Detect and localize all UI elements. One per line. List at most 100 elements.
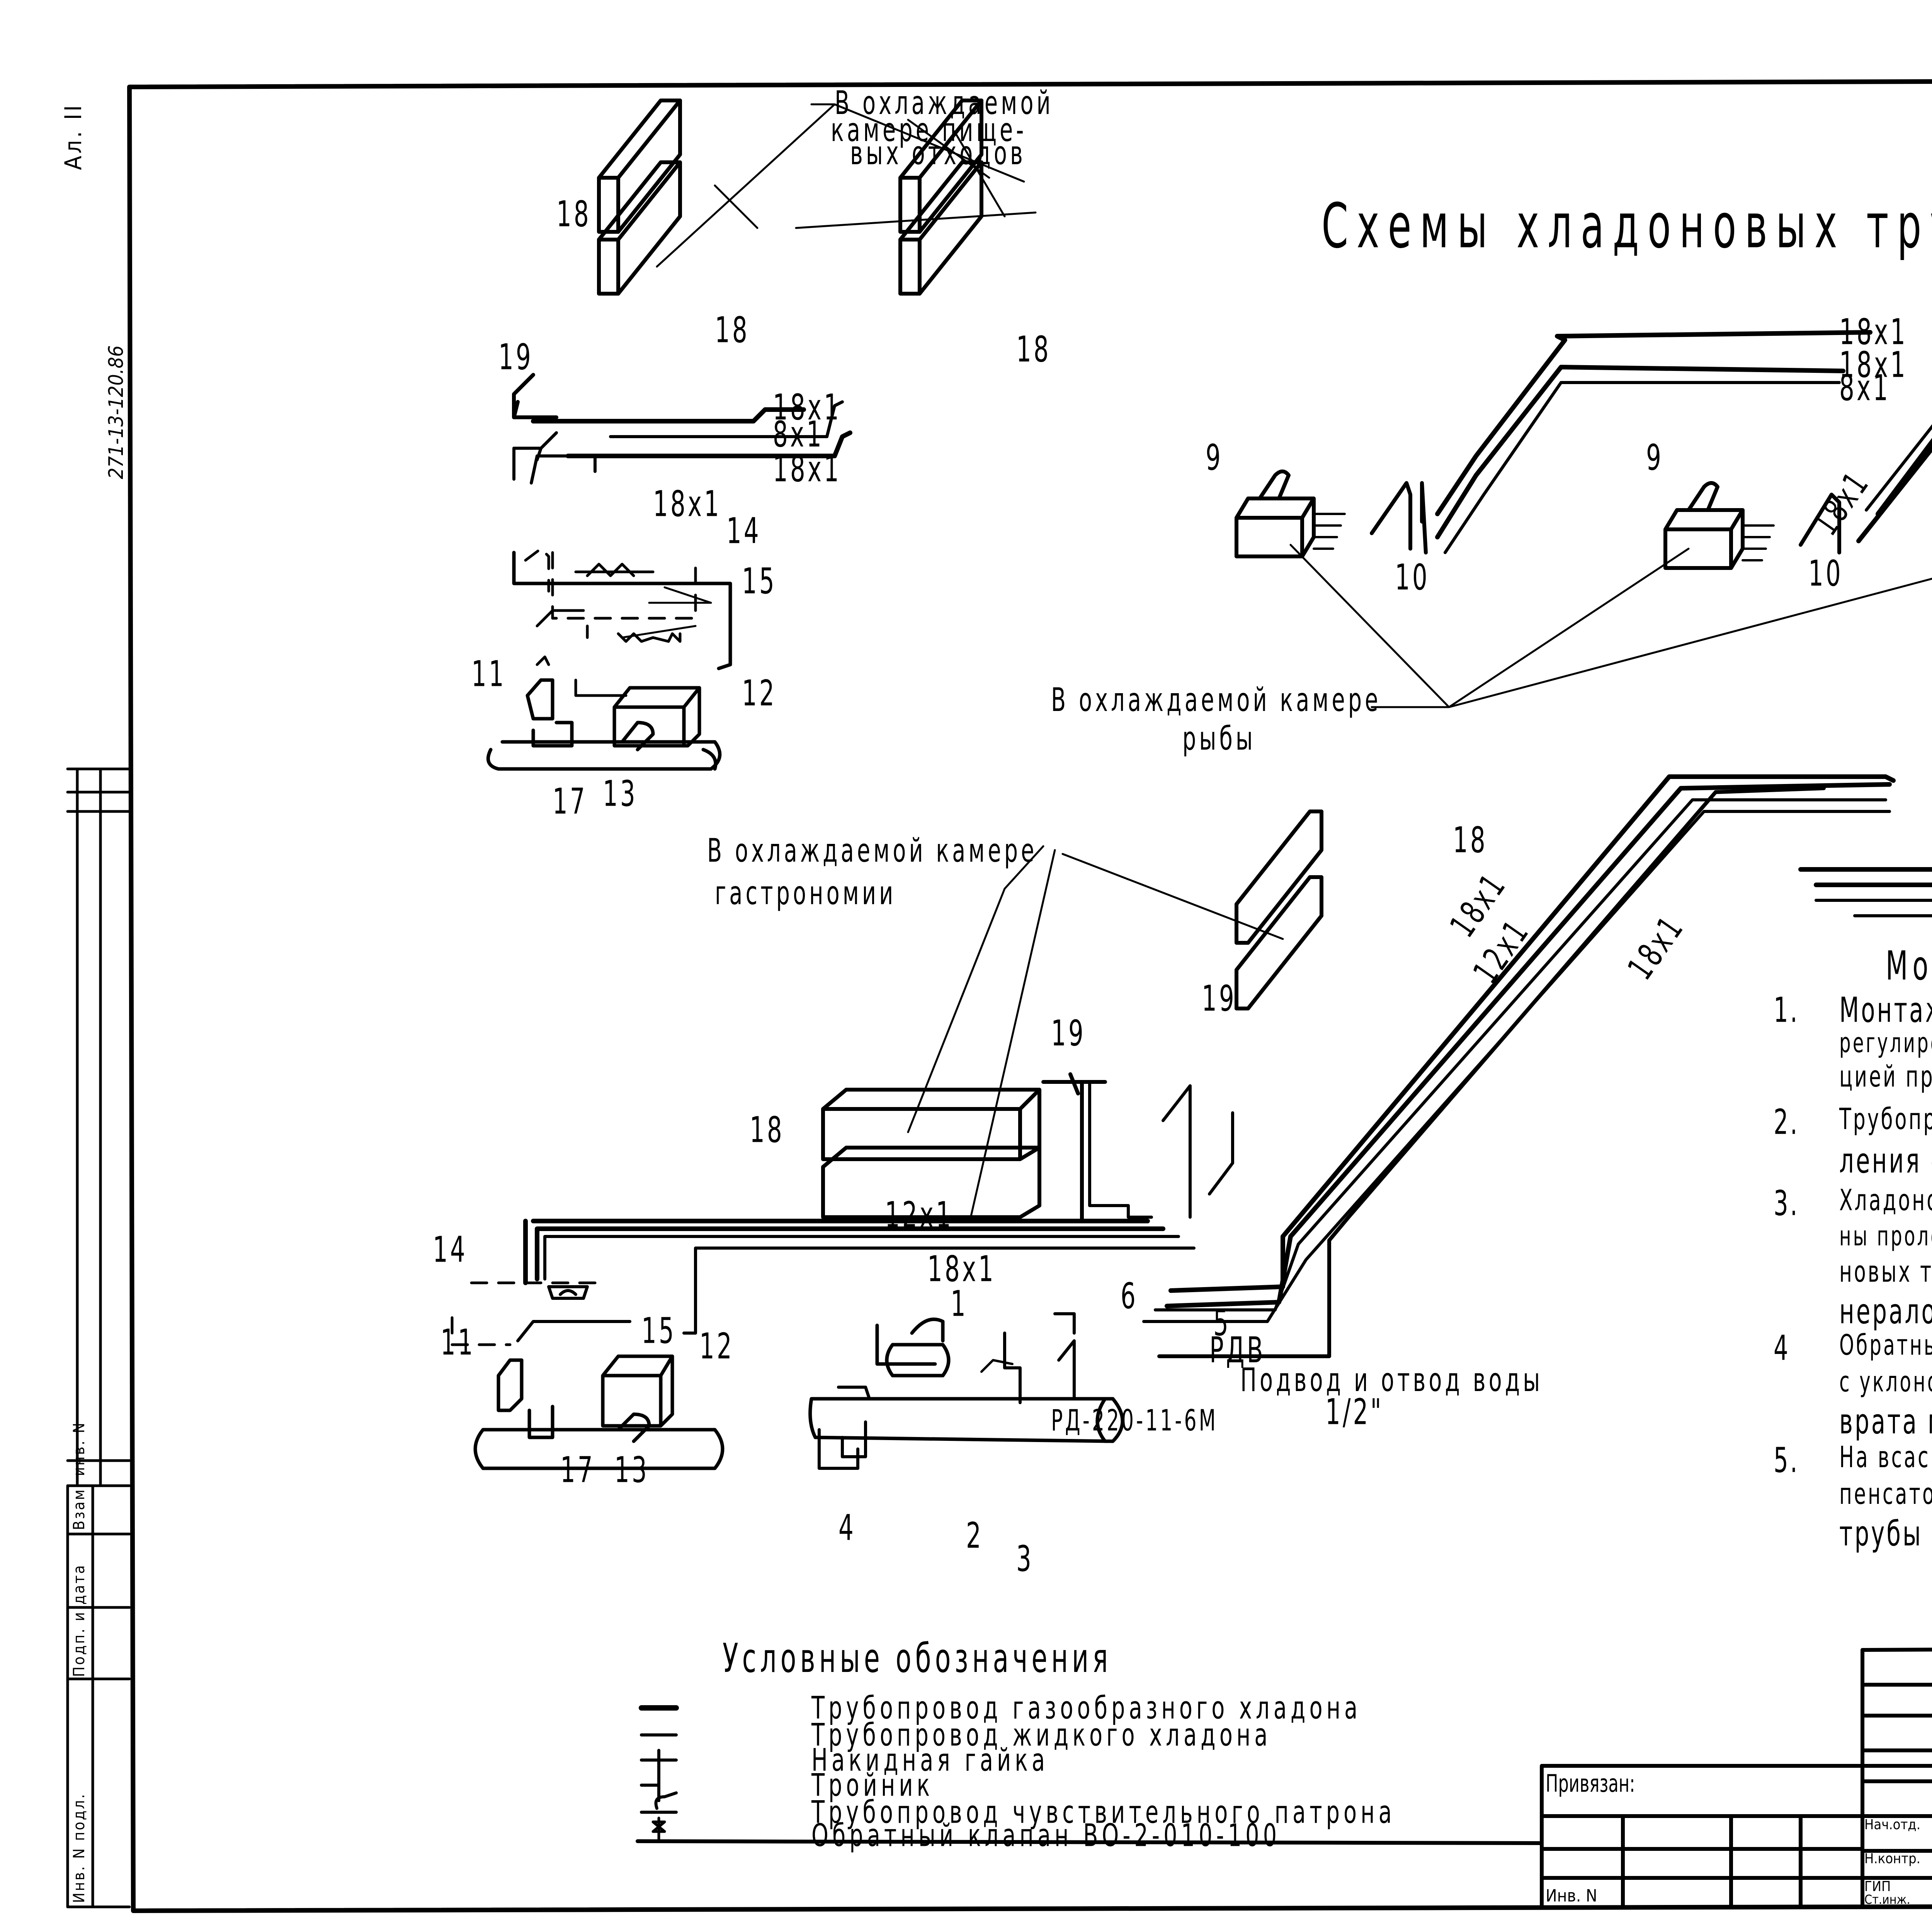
- leader-lines: [621, 103, 1932, 1222]
- callout-6: 6: [1121, 1276, 1138, 1317]
- pipe-label: 8x1: [773, 414, 824, 456]
- callout-1: 1: [951, 1283, 968, 1325]
- pipe-label: 18x1: [1839, 311, 1908, 353]
- callout-18: 18: [750, 1109, 784, 1151]
- instruction-1-number: 1.: [1774, 990, 1799, 1030]
- legend-title: Условные обозначения: [723, 1635, 1112, 1682]
- food-waste-caption-1: В охлаждаемой: [835, 83, 1054, 122]
- callout-17: 17: [553, 781, 587, 823]
- instruction-5-line-3: трубы диаметром 300÷350 мм.: [1839, 1513, 1932, 1554]
- legend-item-tee: Тройник: [811, 1767, 934, 1804]
- pipe-label: 18x1: [653, 483, 721, 525]
- riser-pipes: [1142, 774, 1896, 1358]
- callout-5: 5: [1213, 1303, 1231, 1344]
- relay-label: РД-220-11-6М: [1051, 1404, 1218, 1438]
- fish-chamber-diagram: [1235, 330, 1932, 917]
- title-block-grid: [1540, 1648, 1932, 1909]
- water-supply-size: 1/2": [1325, 1391, 1384, 1433]
- instruction-1-line-1: Монтаж холодильной установки, ее опробов…: [1839, 990, 1932, 1030]
- instruction-5-line-1: На всасывающих трубопроводах предусмотре…: [1839, 1440, 1932, 1475]
- water-supply-label: Подвод и отвод воды: [1240, 1361, 1543, 1399]
- legend-item-union-nut: Накидная гайка: [811, 1742, 1049, 1779]
- legend-item-check-valve: Обратный клапан ВО-2-010-100: [811, 1817, 1281, 1854]
- food-waste-caption-2: камере пище-: [831, 111, 1027, 149]
- callout-12: 12: [699, 1326, 734, 1367]
- food-waste-chamber-diagram: [486, 99, 983, 771]
- pipe-label: 18x1: [773, 387, 841, 429]
- fish-caption-1: В охлаждаемой камере: [1051, 680, 1381, 719]
- instruction-3-line-4: нераловатных плит.: [1839, 1291, 1932, 1332]
- signature-role: Ст.инж.: [1864, 1892, 1910, 1907]
- instruction-2-line-2: ления соединений и утечки хладона.: [1839, 1140, 1932, 1181]
- gastronomy-chamber-diagram: [451, 810, 1323, 1470]
- callout-14: 14: [726, 510, 761, 552]
- pipe-label: 12x1: [885, 1194, 953, 1236]
- margin-stamp-replacement-inv: Взам. инв. N: [70, 1421, 88, 1530]
- fish-caption-2: рыбы: [1182, 719, 1256, 758]
- signature-role: Нач.отд.: [1864, 1817, 1920, 1833]
- pipe-label: 18x1: [1839, 344, 1908, 386]
- pipe-label: 18x1: [927, 1248, 996, 1290]
- callout-11: 11: [471, 653, 506, 695]
- instruction-2-line-1: Трубопроводы прочно закрепить во избежан…: [1839, 1102, 1932, 1136]
- callout-19: 19: [1202, 978, 1236, 1020]
- callout-13: 13: [614, 1449, 649, 1491]
- instruction-3-line-3: новых труб гильзы забить отходами жестки…: [1839, 1255, 1932, 1289]
- callout-19: 19: [1051, 1013, 1086, 1054]
- gastronomy-caption-2: гастрономии: [715, 874, 896, 912]
- margin-stamp-signature-date: Подп. и дата: [70, 1563, 88, 1677]
- legend-symbols: [636, 1705, 1544, 1845]
- margin-stamp-grid: [66, 767, 131, 1908]
- instruction-5-number: 5.: [1774, 1440, 1799, 1480]
- food-waste-caption-3: вых отходов: [850, 134, 1026, 172]
- instruction-4-line-1: Обратный трубопровод (сторона всасывания…: [1839, 1328, 1932, 1362]
- callout-2: 2: [966, 1515, 983, 1557]
- gastronomy-caption-1: В охлаждаемой камере: [707, 831, 1037, 870]
- callout-10: 10: [1808, 553, 1843, 595]
- callout-15: 15: [742, 561, 777, 602]
- inventory-label: Инв. N: [1546, 1886, 1597, 1906]
- mounting-instructions-title: Монтажные указания: [1886, 943, 1932, 990]
- instruction-2-number: 2.: [1774, 1102, 1799, 1142]
- instruction-4-number: 4: [1774, 1328, 1790, 1368]
- instruction-1-line-2: регулировку произвести в соответствии с …: [1839, 1027, 1932, 1059]
- instruction-4-line-3: врата масла.: [1839, 1401, 1932, 1442]
- callout-19: 19: [498, 337, 533, 378]
- callout-9: 9: [1646, 437, 1663, 479]
- pipe-label: 18x1: [773, 449, 841, 490]
- signature-role: ГИП: [1864, 1879, 1891, 1895]
- drawing-title: Схемы хладоновых трубопроводов: [1321, 190, 1932, 262]
- callout-18: 18: [715, 310, 750, 351]
- callout-14: 14: [433, 1229, 468, 1271]
- callout-17: 17: [560, 1449, 595, 1491]
- callout-4: 4: [838, 1507, 856, 1549]
- callout-13: 13: [603, 773, 638, 815]
- instruction-3-line-2: ны проложить в гильзах из труб. После мо…: [1839, 1221, 1932, 1252]
- instruction-5-line-2: пенсатор в горизонтальной плоскости в ви…: [1839, 1477, 1932, 1511]
- signature-role: Н.контр.: [1864, 1851, 1920, 1867]
- legend-item-liquid-pipe: Трубопровод жидкого хладона: [811, 1716, 1272, 1753]
- callout-18: 18: [556, 194, 591, 235]
- binding-label: Привязан:: [1546, 1769, 1635, 1798]
- instruction-1-line-3: цией прилагаемой к поставляемому оборудо…: [1839, 1060, 1932, 1094]
- side-document-code: 271-13-120.86: [105, 345, 128, 479]
- callout-3: 3: [1016, 1538, 1034, 1580]
- margin-stamp-original-inv: Инв. N подл.: [70, 1793, 88, 1903]
- instruction-3-line-1: Хладоновые трубопроводы, проходящие чере…: [1839, 1184, 1932, 1218]
- callout-9: 9: [1206, 437, 1223, 479]
- instruction-3-number: 3.: [1774, 1183, 1799, 1223]
- callout-18: 18: [1453, 820, 1488, 861]
- callout-18: 18: [1016, 329, 1051, 371]
- callout-11: 11: [440, 1322, 475, 1364]
- instruction-4-line-2: с уклоном i = 0.02 к компрессору для обе…: [1839, 1365, 1932, 1398]
- pipe-label: 8x1: [1839, 367, 1891, 409]
- album-mark: Ал. II: [60, 103, 87, 170]
- sheet-frame: [127, 79, 1932, 1913]
- legend-item-gas-pipe: Трубопровод газообразного хладона: [811, 1689, 1362, 1726]
- callout-10: 10: [1395, 557, 1430, 599]
- rdv-label: РДВ: [1209, 1330, 1265, 1371]
- legend-item-sensor-pipe: Трубопровод чувствительного патрона: [811, 1794, 1396, 1831]
- callout-12: 12: [742, 673, 777, 714]
